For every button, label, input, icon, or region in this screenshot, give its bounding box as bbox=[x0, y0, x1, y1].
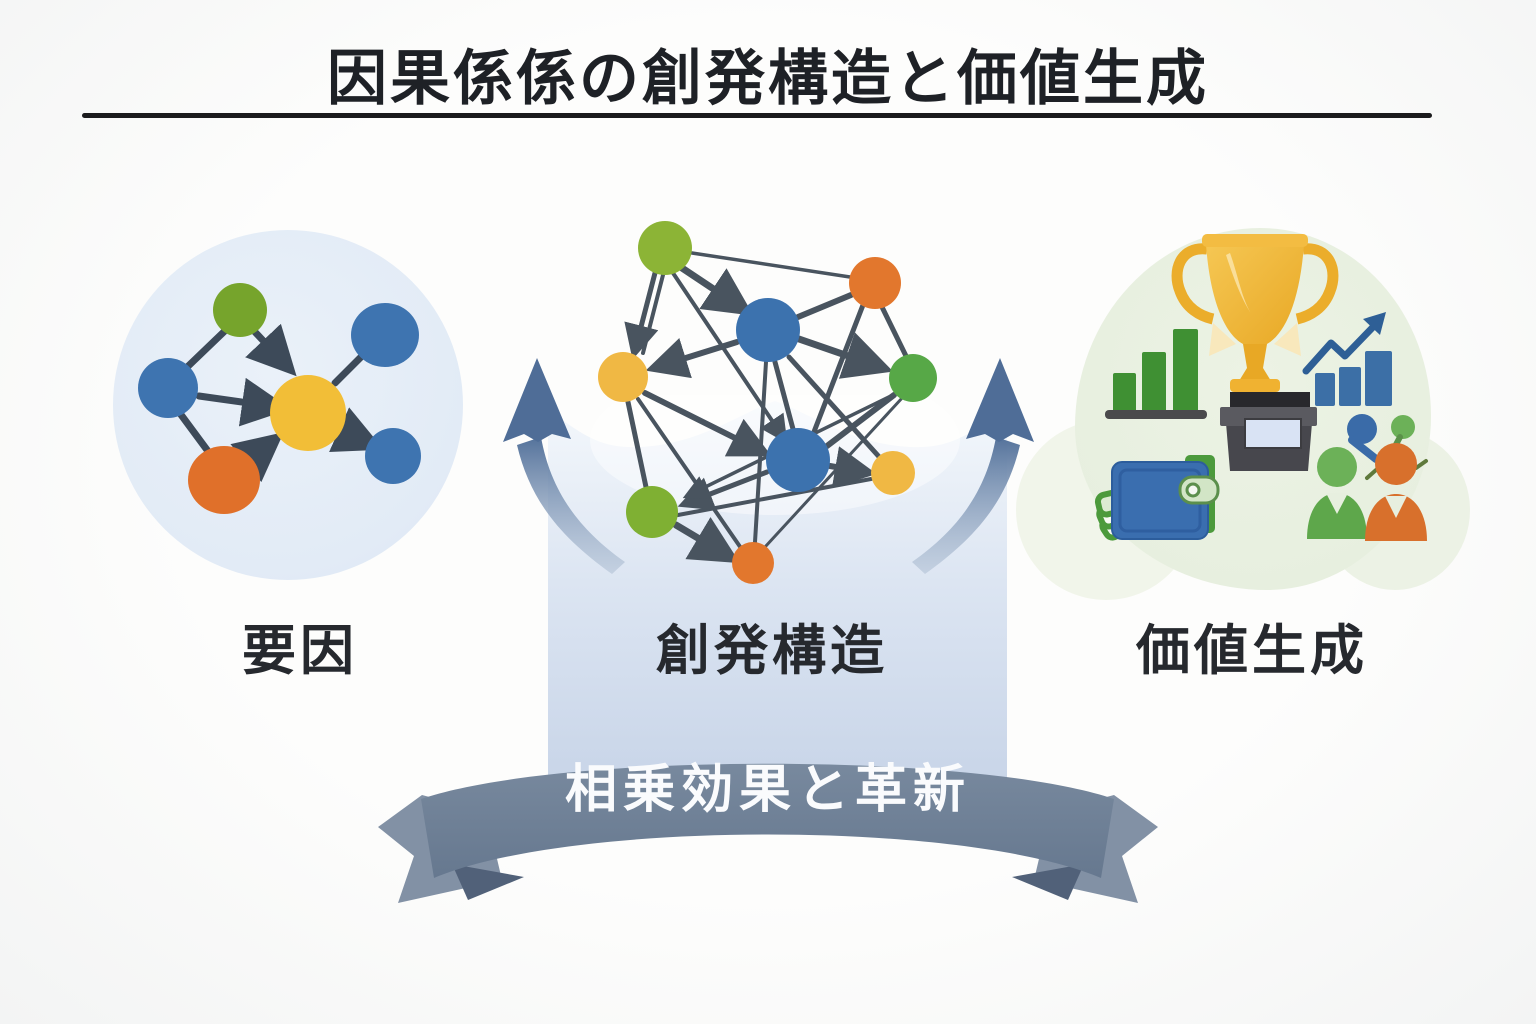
ribbon-label: 相乗効果と革新 bbox=[564, 761, 971, 819]
wallet-icon bbox=[1111, 461, 1220, 540]
podium-icon bbox=[1220, 392, 1317, 471]
factors-network-nodes bbox=[138, 283, 421, 514]
growth-arrow-icon bbox=[1302, 312, 1386, 375]
emergence-network-icon bbox=[598, 221, 937, 584]
people-icon bbox=[1307, 443, 1428, 541]
ribbon-banner bbox=[378, 763, 1158, 903]
value-label: 価値生成 bbox=[1136, 621, 1368, 681]
factors-network-icon bbox=[138, 283, 421, 514]
speech-bubble-blue-icon bbox=[1347, 414, 1380, 463]
emergence-network-edges bbox=[624, 251, 909, 564]
value-icons-group bbox=[1094, 234, 1428, 541]
trophy-icon bbox=[1171, 234, 1339, 392]
ribbon-band bbox=[421, 763, 1114, 878]
title-underline bbox=[82, 113, 1432, 118]
bar-chart-green-icon bbox=[1105, 329, 1207, 419]
bar-chart-blue-icon bbox=[1315, 351, 1392, 406]
right-up-arrow-icon bbox=[912, 358, 1034, 574]
page-title: 因果係係の創発構造と価値生成 bbox=[327, 45, 1209, 112]
left-up-arrow-icon bbox=[503, 358, 625, 574]
emergence-network-nodes bbox=[598, 221, 937, 584]
factors-label: 要因 bbox=[242, 621, 358, 681]
emergence-label: 創発構造 bbox=[656, 621, 888, 681]
